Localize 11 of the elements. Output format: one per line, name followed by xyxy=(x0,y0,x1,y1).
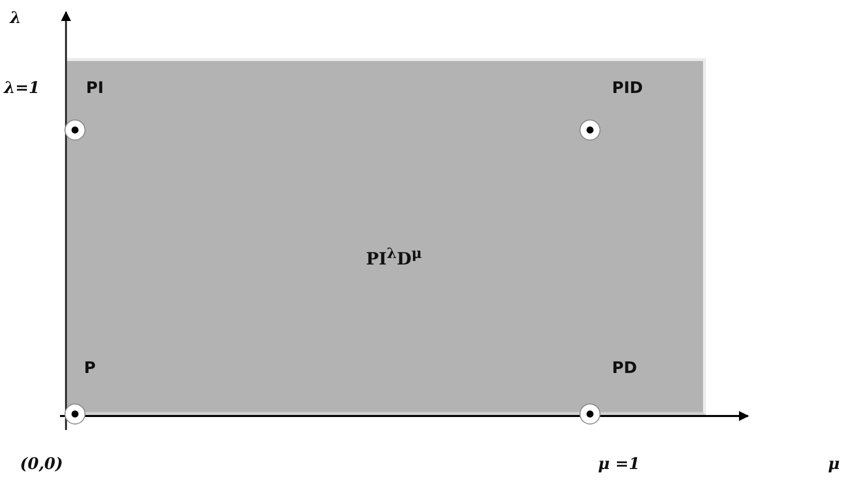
region-label: PI$^{λ}$D$^{μ}$ xyxy=(366,246,422,270)
point-label: PI xyxy=(86,78,104,97)
point-label: P xyxy=(84,358,96,377)
axis-label: λ xyxy=(10,8,22,27)
point-label: PID xyxy=(612,78,643,97)
point-label: PD xyxy=(612,358,638,377)
axis-label: μ xyxy=(828,454,840,473)
value-label: μ =1 xyxy=(598,454,640,473)
value-label: λ=1 xyxy=(4,78,40,97)
origin-label: (0,0) xyxy=(20,454,63,473)
parameter-region xyxy=(66,58,706,415)
